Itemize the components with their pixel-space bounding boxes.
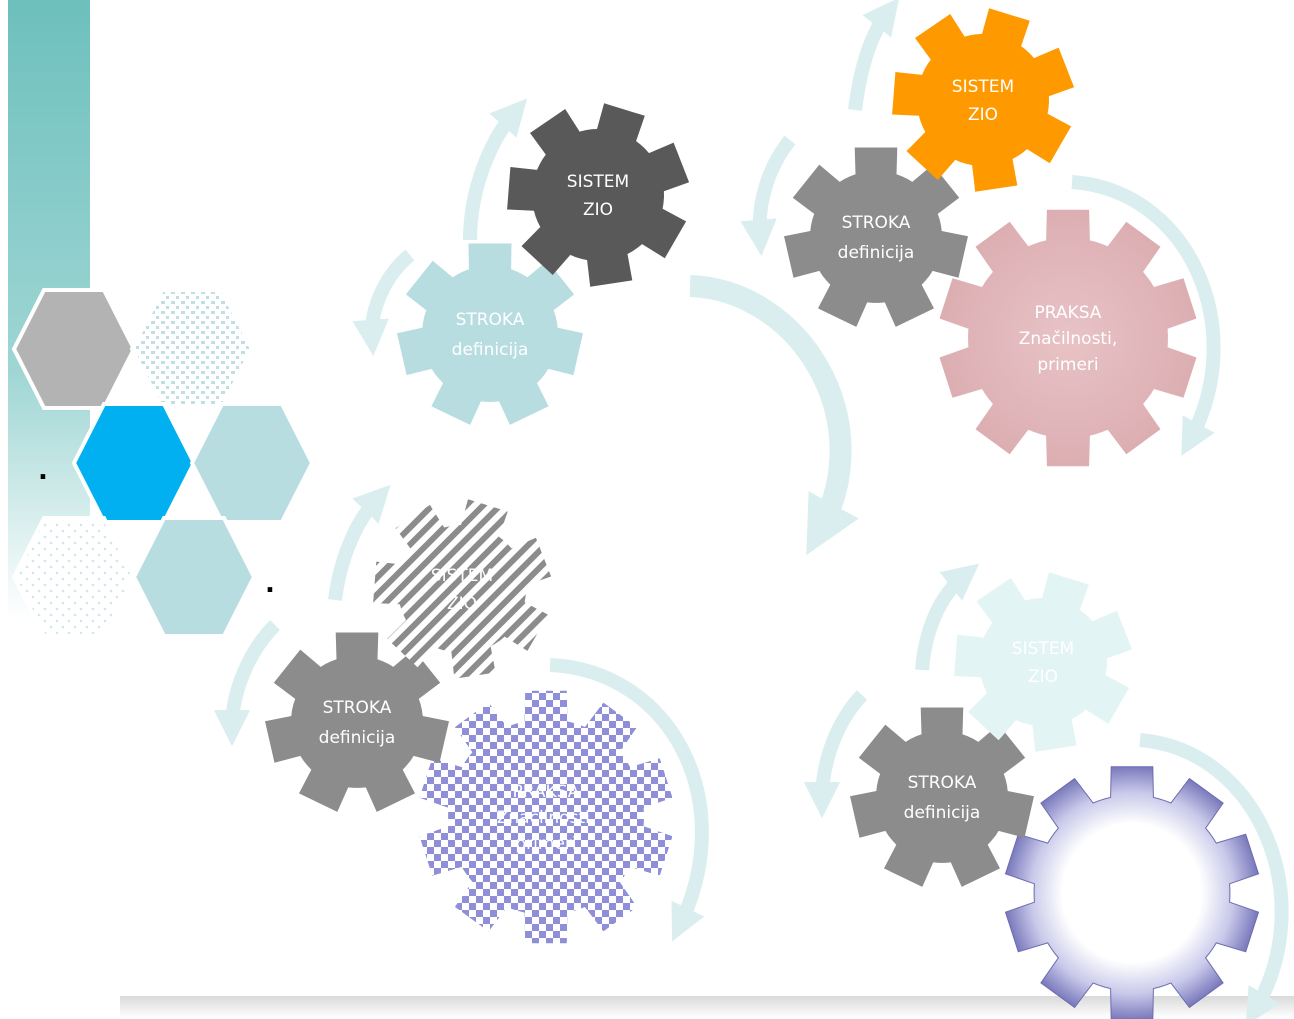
- gear-sistem-c2-label-1: ZIO: [968, 105, 998, 125]
- gear-stroka-c1-shape: [397, 243, 583, 425]
- arrow-c3-right: [549, 658, 709, 942]
- hexagon-teal-pattern: [129, 288, 255, 410]
- gear-praksa-c3-shape: [419, 690, 673, 944]
- bullet-2: .: [265, 569, 275, 599]
- arrow-c2-right: [1071, 175, 1221, 456]
- gear-stroka-c3-label-0: STROKA: [323, 698, 392, 718]
- gear-stroka-c1-label-1: definicija: [452, 340, 529, 360]
- arrow-c3-top: [328, 484, 391, 601]
- gear-sistem-c3-label-0: SISTEM: [431, 566, 493, 586]
- gear-sistem-c3-label-1: ZIO: [447, 594, 477, 614]
- gear-sistem-c2-label-0: SISTEM: [952, 77, 1014, 97]
- arrow-c2-left: [740, 135, 796, 257]
- gear-sistem-c3: SISTEM ZIO: [373, 499, 552, 679]
- gear-sistem-c1-shape: [507, 103, 690, 287]
- gear-praksa-c3-label-1: Značilnosti,: [497, 808, 595, 828]
- gear-stroka-c3-label-1: definicija: [319, 728, 396, 748]
- gear-sistem-c1-label-0: SISTEM: [567, 172, 629, 192]
- bottom-shadow: [120, 996, 1294, 1018]
- gear-sistem-c4-shape: [954, 572, 1133, 752]
- gear-stroka-c2-label-0: STROKA: [842, 213, 911, 233]
- arrow-c4-right: [1139, 733, 1289, 1019]
- gear-praksa-c2-label-0: PRAKSA: [1035, 303, 1102, 323]
- gear-praksa-c2-label-2: primeri: [1037, 355, 1098, 375]
- arrow-c1-left: [352, 249, 415, 357]
- bullet-1: .: [38, 456, 48, 486]
- gear-praksa-c3-label-2: primeri: [515, 834, 576, 854]
- gear-sistem-c1: SISTEM ZIO: [507, 103, 690, 287]
- gear-stroka-c1-label-0: STROKA: [456, 310, 525, 330]
- gear-stroka-c2: STROKA definicija: [784, 147, 968, 327]
- gear-sistem-c4-label-1: ZIO: [1028, 667, 1058, 687]
- arrow-c4-left: [803, 690, 868, 819]
- gear-glow-c4: [1004, 766, 1260, 1019]
- gear-praksa-c2: PRAKSA Značilnosti, primeri: [939, 209, 1197, 467]
- gear-sistem-c4-label-0: SISTEM: [1012, 639, 1074, 659]
- gear-sistem-c4: SISTEM ZIO: [954, 572, 1133, 752]
- gear-sistem-c1-label-1: ZIO: [583, 200, 613, 220]
- gear-stroka-c4-label-1: definicija: [904, 803, 981, 823]
- arrow-c1-top: [463, 98, 528, 241]
- gear-sistem-c3-shape: [373, 499, 552, 679]
- gear-stroka-c4-shape: [850, 707, 1034, 887]
- gear-stroka-c2-shape: [784, 147, 968, 327]
- gear-praksa-c2-shape: [939, 209, 1197, 467]
- gear-stroka-c3-shape: [265, 632, 449, 812]
- gear-sistem-c2-shape: [892, 8, 1075, 192]
- hexagon-teal-lower: [131, 516, 257, 638]
- gear-praksa-c3: PRAKSA Značilnosti, primeri: [419, 690, 673, 944]
- gear-stroka-c4-label-0: STROKA: [908, 773, 977, 793]
- gear-praksa-c3-label-0: PRAKSA: [513, 782, 580, 802]
- gear-stroka-c2-label-1: definicija: [838, 243, 915, 263]
- arrow-c4-top: [915, 563, 980, 671]
- hexagon-decoration: [11, 288, 315, 638]
- arrow-c3-left: [213, 620, 281, 747]
- arrow-c2-top: [848, 0, 900, 111]
- gear-glow-c4-shape: [1004, 766, 1260, 1019]
- gear-sistem-c2: SISTEM ZIO: [892, 8, 1075, 192]
- gear-stroka-c3: STROKA definicija: [265, 632, 449, 812]
- big-arrow: [689, 275, 859, 556]
- gear-praksa-c2-label-1: Značilnosti,: [1019, 329, 1117, 349]
- hexagon-teal: [189, 402, 315, 524]
- hexagon-blue: [71, 402, 197, 524]
- gear-stroka-c1: STROKA definicija: [397, 243, 583, 425]
- gear-stroka-c4: STROKA definicija: [850, 707, 1034, 887]
